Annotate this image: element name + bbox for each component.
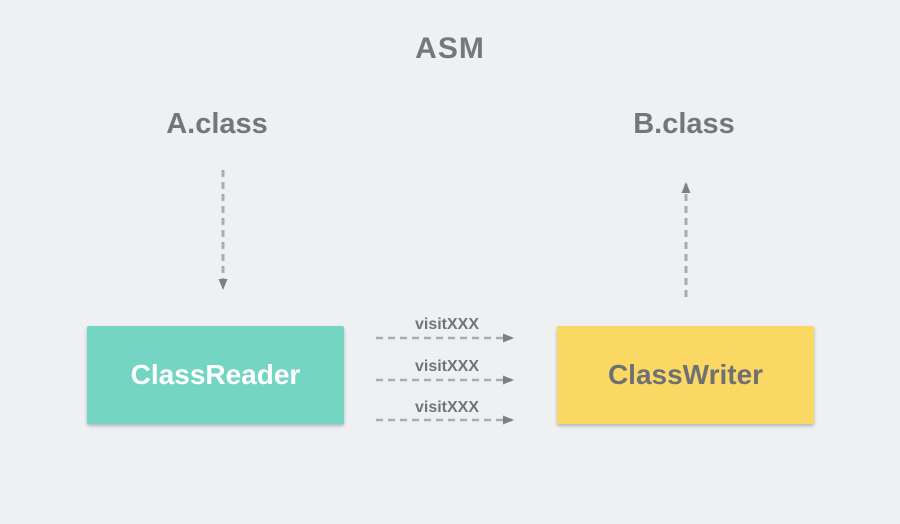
- node-classreader: ClassReader: [87, 326, 344, 424]
- visit-call-label-2: visitXXX: [414, 358, 480, 375]
- label-a-class: A.class: [166, 108, 268, 140]
- node-classwriter: ClassWriter: [557, 326, 814, 424]
- visit-call-label-3: visitXXX: [414, 399, 480, 416]
- label-b-class: B.class: [633, 108, 735, 140]
- diagram-title: ASM: [415, 32, 485, 65]
- visit-call-label-1: visitXXX: [414, 316, 480, 333]
